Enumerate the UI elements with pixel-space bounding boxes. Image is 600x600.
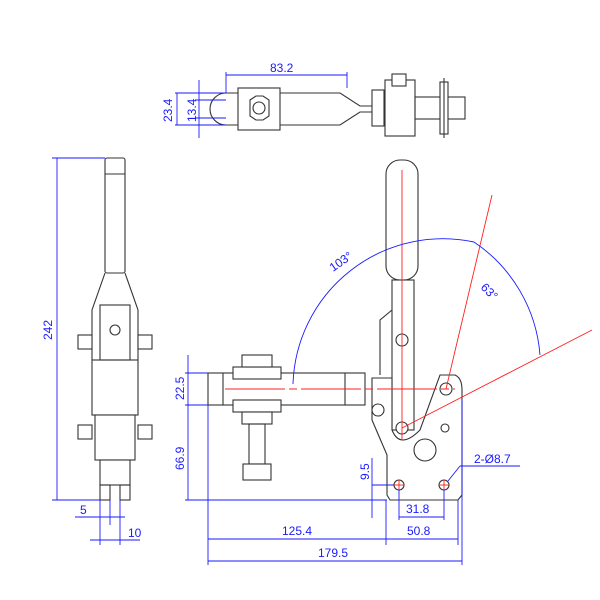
dim-10: 10 (128, 526, 142, 540)
dim-66-9: 66.9 (173, 446, 187, 470)
dim-83-2: 83.2 (270, 61, 294, 75)
angle-63: 63° (478, 280, 501, 303)
front-view (207, 159, 463, 501)
dim-5: 5 (80, 503, 87, 517)
dim-242: 242 (41, 320, 55, 340)
side-view-dims: 242 5 10 (41, 157, 142, 545)
top-view (209, 73, 466, 138)
dim-50-8: 50.8 (407, 524, 431, 538)
dim-22-5: 22.5 (173, 376, 187, 400)
dim-179-5: 179.5 (318, 546, 348, 560)
dim-125-4: 125.4 (282, 524, 312, 538)
dim-23-4: 23.4 (161, 98, 175, 122)
side-view (77, 157, 153, 501)
top-view-dims: 83.2 23.4 13.4 (161, 61, 348, 138)
dim-9-5: 9.5 (358, 463, 372, 480)
dim-13-4: 13.4 (185, 98, 199, 122)
dim-31-8: 31.8 (406, 502, 430, 516)
centerlines (225, 170, 593, 490)
dim-holes: 2-Ø8.7 (474, 452, 511, 466)
